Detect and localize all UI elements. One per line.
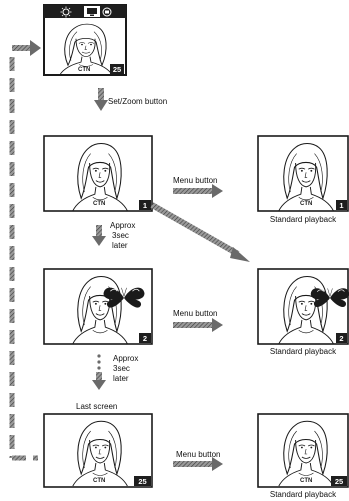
diagonal-arrow <box>150 202 250 262</box>
approx-label-2: Approx <box>113 354 139 363</box>
standard-playback-label-3: Standard playback <box>269 490 337 499</box>
right-arrow-menu-2 <box>173 318 223 332</box>
loop-arrow <box>12 40 41 56</box>
top-screen: CTN 25 <box>43 4 127 76</box>
standard-playback-label-1: Standard playback <box>269 215 337 224</box>
frame-number: 2 <box>339 334 343 343</box>
dotted-arrow-approx-2 <box>92 354 106 390</box>
frame-number: 25 <box>335 477 343 486</box>
later-label-1: later <box>112 241 128 250</box>
sun-icon <box>60 6 72 18</box>
menu-button-label-3: Menu button <box>176 450 221 459</box>
three-sec-label-2: 3sec <box>113 364 130 373</box>
playback-screen-1: CTN 1 <box>257 135 349 212</box>
three-sec-label-1: 3sec <box>112 231 129 240</box>
frame-number: 25 <box>138 477 146 486</box>
set-zoom-button-label: Set/Zoom button <box>108 97 168 106</box>
screen-caption: CTN <box>93 478 105 484</box>
frame-number: 1 <box>143 201 147 210</box>
menu-button-label-1: Menu button <box>173 176 218 185</box>
frame-number: 25 <box>113 65 121 74</box>
screen-caption: CTN <box>300 201 312 207</box>
playback-screen-last: CTN 25 <box>257 413 349 488</box>
screen-caption: CTN <box>300 478 312 484</box>
approx-label-1: Approx <box>110 221 136 230</box>
monitor-icon <box>84 6 100 17</box>
screen-last: CTN 25 <box>43 413 153 488</box>
later-label-2: later <box>113 374 129 383</box>
down-arrow-set-zoom <box>94 88 108 111</box>
right-arrow-menu-3 <box>173 457 223 471</box>
standard-playback-label-2: Standard playback <box>269 347 337 356</box>
screen-1: CTN 1 <box>43 135 153 212</box>
frame-number: 2 <box>143 334 147 343</box>
screen-caption: CTN <box>78 67 90 73</box>
playback-screen-2: 2 <box>257 268 349 345</box>
down-arrow-approx-1 <box>92 225 106 246</box>
return-loop-line <box>9 57 38 461</box>
rotate-icon <box>102 7 112 17</box>
frame-number: 1 <box>339 201 343 210</box>
menu-button-label-2: Menu button <box>173 309 218 318</box>
screen-2: 2 <box>43 268 153 345</box>
screen-caption: CTN <box>93 201 105 207</box>
last-screen-label: Last screen <box>76 402 118 411</box>
right-arrow-menu-1 <box>173 184 223 198</box>
